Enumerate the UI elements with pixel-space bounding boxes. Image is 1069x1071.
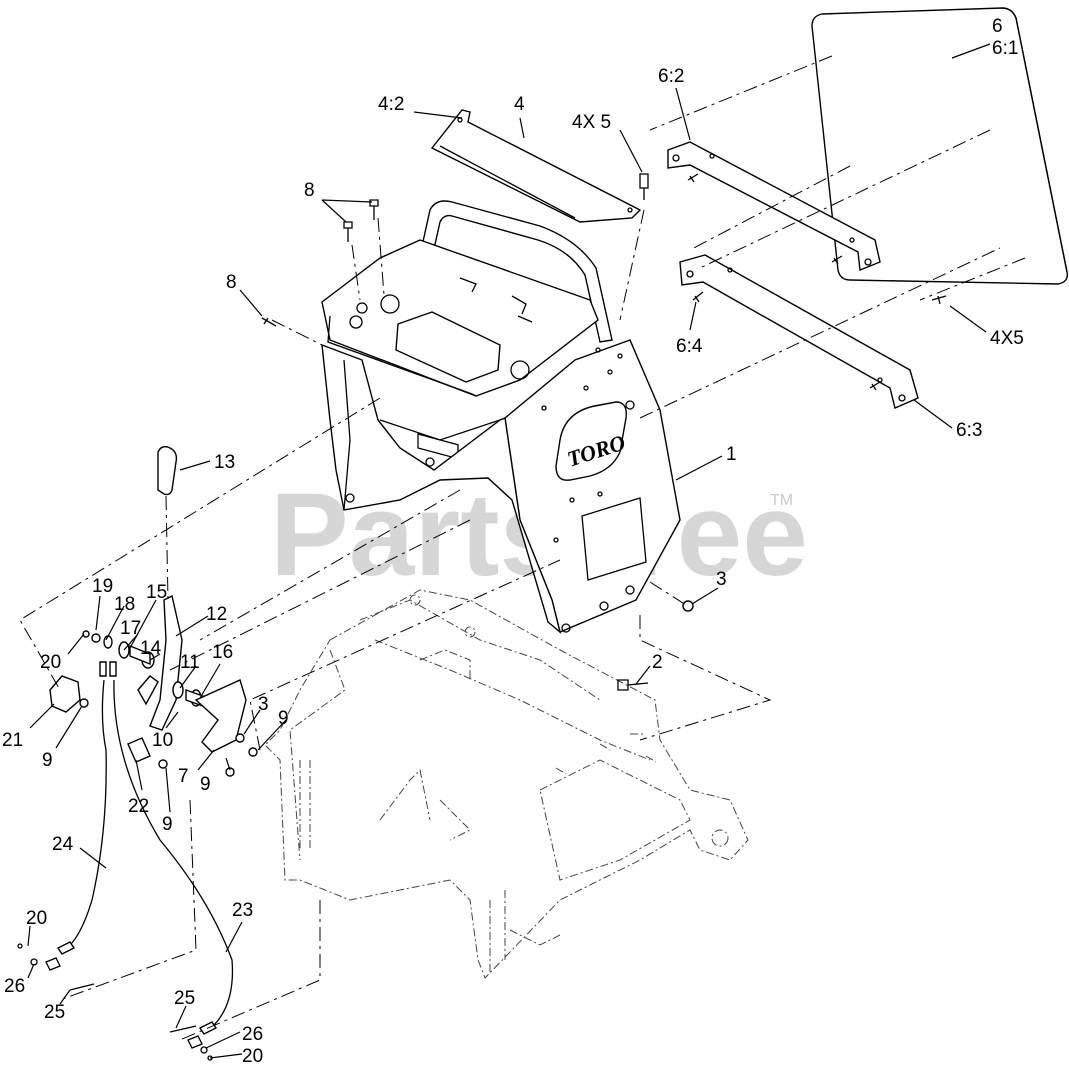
callout-18: 18 bbox=[114, 594, 135, 615]
callout-19: 19 bbox=[92, 576, 113, 597]
pivot-hardware bbox=[49, 600, 694, 777]
callout-25-right: 25 bbox=[174, 988, 195, 1009]
callout-4-2: 4:2 bbox=[378, 94, 404, 115]
callout-8-top: 8 bbox=[304, 180, 315, 201]
callout-4x5-top: 4X 5 bbox=[572, 112, 611, 133]
callout-6-4: 6:4 bbox=[676, 336, 703, 357]
bracket-bolts bbox=[687, 173, 947, 391]
callout-24: 24 bbox=[52, 834, 74, 855]
callout-10: 10 bbox=[152, 730, 173, 751]
control-lever bbox=[137, 445, 183, 731]
callout-6-1: 6:1 bbox=[992, 38, 1018, 59]
callout-9-a: 9 bbox=[42, 750, 53, 771]
callout-8-left: 8 bbox=[226, 272, 237, 293]
console-frame: TORO bbox=[321, 200, 681, 634]
callout-23: 23 bbox=[232, 900, 253, 921]
callout-25-left: 25 bbox=[44, 1002, 65, 1023]
lower-frame-ghost bbox=[264, 589, 749, 979]
screw-5 bbox=[639, 173, 649, 200]
seat-bracket-lower bbox=[679, 254, 919, 409]
callout-13: 13 bbox=[214, 452, 235, 473]
callout-6-2: 6:2 bbox=[658, 66, 684, 87]
callout-7: 7 bbox=[178, 766, 189, 787]
callout-4x5-right: 4X5 bbox=[990, 328, 1024, 349]
callout-26-left: 26 bbox=[4, 976, 25, 997]
seat-cushion bbox=[811, 7, 1068, 285]
callout-6-3: 6:3 bbox=[956, 420, 982, 441]
assembly-lines bbox=[19, 55, 1026, 1041]
callout-11: 11 bbox=[180, 652, 200, 673]
callout-labels: 6 6:1 6:2 4:2 4 4X 5 8 8 4X5 6:4 6:3 1 1… bbox=[2, 16, 1024, 1067]
callout-26-right: 26 bbox=[242, 1024, 263, 1045]
callout-3-right: 3 bbox=[716, 569, 727, 590]
callout-9-b: 9 bbox=[278, 708, 289, 729]
callout-21: 21 bbox=[2, 730, 23, 751]
callout-14: 14 bbox=[140, 638, 162, 659]
callout-2: 2 bbox=[652, 652, 663, 673]
screws-8 bbox=[261, 199, 379, 327]
callout-22: 22 bbox=[128, 796, 149, 817]
callout-3-left: 3 bbox=[258, 694, 269, 715]
cover-plate bbox=[430, 109, 642, 223]
callout-1: 1 bbox=[726, 444, 737, 465]
callout-17: 17 bbox=[120, 618, 141, 639]
callout-20-bottom: 20 bbox=[242, 1046, 263, 1067]
callout-6: 6 bbox=[992, 16, 1003, 37]
callout-9-d: 9 bbox=[162, 814, 173, 835]
callout-12: 12 bbox=[206, 604, 227, 625]
leader-lines bbox=[27, 43, 991, 1059]
callout-20-top: 20 bbox=[40, 652, 61, 673]
callout-15: 15 bbox=[146, 582, 167, 603]
callout-16: 16 bbox=[212, 642, 233, 663]
cables bbox=[17, 661, 234, 1061]
callout-20-mid: 20 bbox=[26, 908, 47, 929]
callout-9-c: 9 bbox=[200, 774, 211, 795]
callout-4: 4 bbox=[514, 94, 525, 115]
watermark-trademark: TM bbox=[770, 492, 793, 509]
